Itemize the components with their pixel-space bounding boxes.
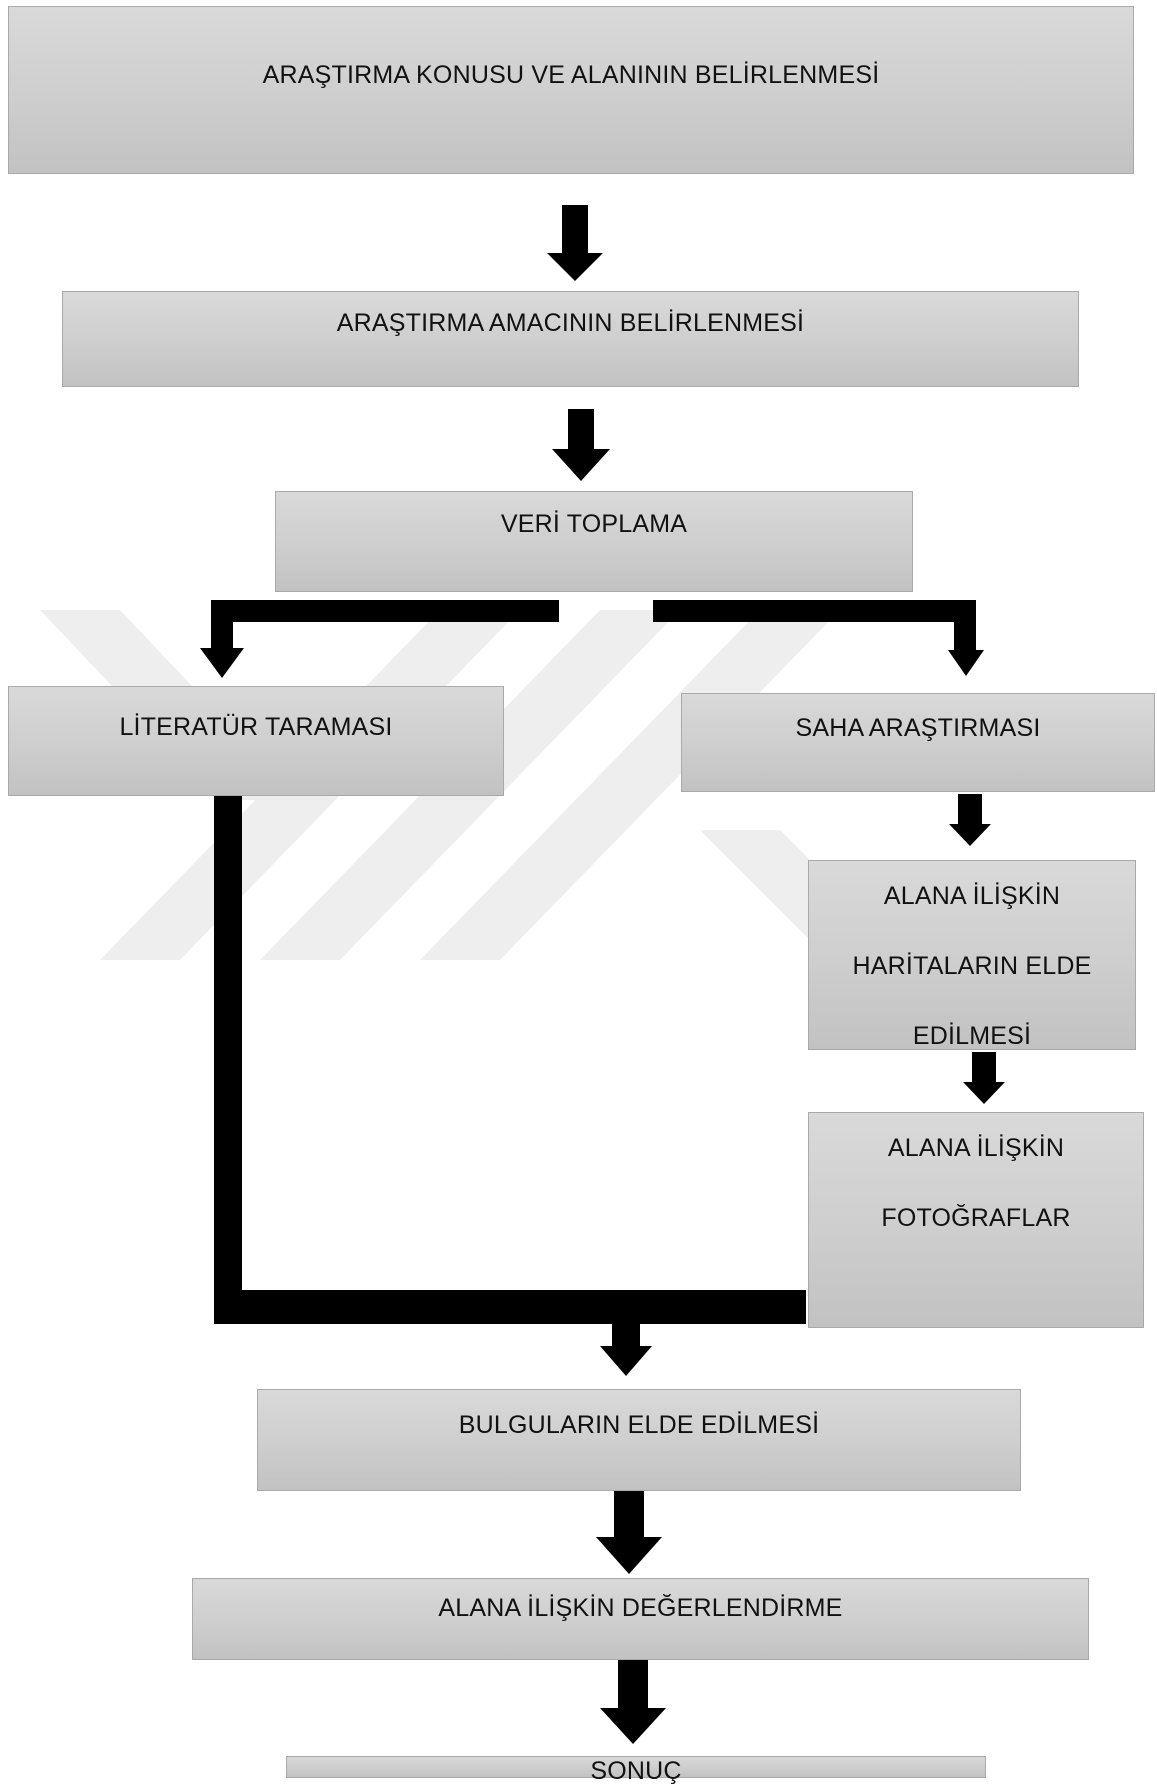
step-field-box: SAHA ARAŞTIRMASI — [681, 693, 1155, 792]
step-purpose-box: ARAŞTIRMA AMACININ BELİRLENMESİ — [62, 291, 1079, 387]
arrow-purpose-to-data — [552, 409, 610, 481]
step-maps-line-3: EDİLMESİ — [912, 1022, 1032, 1050]
connector-literature-down — [214, 796, 242, 1324]
arrow-field-to-maps — [949, 794, 991, 846]
step-result-box: SONUÇ — [286, 1756, 986, 1785]
step-topic-label: ARAŞTIRMA KONUSU VE ALANININ BELİRLENMES… — [262, 61, 880, 89]
arrow-merge-to-findings — [600, 1324, 652, 1376]
step-literature-label: LİTERATÜR TARAMASI — [119, 713, 393, 741]
step-photos-line-2: FOTOĞRAFLAR — [881, 1204, 1071, 1232]
step-evaluation-box: ALANA İLİŞKİN DEĞERLENDİRME — [192, 1578, 1089, 1660]
step-topic-box: ARAŞTIRMA KONUSU VE ALANININ BELİRLENMES… — [8, 6, 1134, 174]
step-findings-label: BULGULARIN ELDE EDİLMESİ — [458, 1411, 820, 1439]
step-maps-line-1: ALANA İLİŞKİN — [883, 882, 1061, 910]
step-evaluation-label: ALANA İLİŞKİN DEĞERLENDİRME — [438, 1594, 843, 1622]
arrow-findings-to-evaluation — [596, 1491, 662, 1574]
step-field-label: SAHA ARAŞTIRMASI — [795, 714, 1041, 742]
arrow-evaluation-to-result — [600, 1660, 666, 1744]
step-findings-box: BULGULARIN ELDE EDİLMESİ — [257, 1389, 1021, 1491]
step-result-label: SONUÇ — [590, 1757, 682, 1785]
step-photos-line-1: ALANA İLİŞKİN — [887, 1134, 1065, 1162]
step-maps-box: ALANA İLİŞKİN HARİTALARIN ELDE EDİLMESİ — [808, 860, 1136, 1050]
connector-merge-line — [214, 1290, 806, 1324]
step-photos-box: ALANA İLİŞKİN FOTOĞRAFLAR — [808, 1112, 1144, 1328]
step-maps-line-2: HARİTALARIN ELDE — [852, 952, 1092, 980]
step-data-collection-label: VERİ TOPLAMA — [500, 510, 688, 538]
step-data-collection-box: VERİ TOPLAMA — [275, 491, 913, 592]
arrow-data-to-field — [653, 600, 984, 676]
arrow-topic-to-purpose — [547, 205, 603, 281]
arrow-data-to-literature — [200, 600, 559, 678]
step-purpose-label: ARAŞTIRMA AMACININ BELİRLENMESİ — [336, 309, 805, 337]
step-literature-box: LİTERATÜR TARAMASI — [8, 686, 504, 796]
